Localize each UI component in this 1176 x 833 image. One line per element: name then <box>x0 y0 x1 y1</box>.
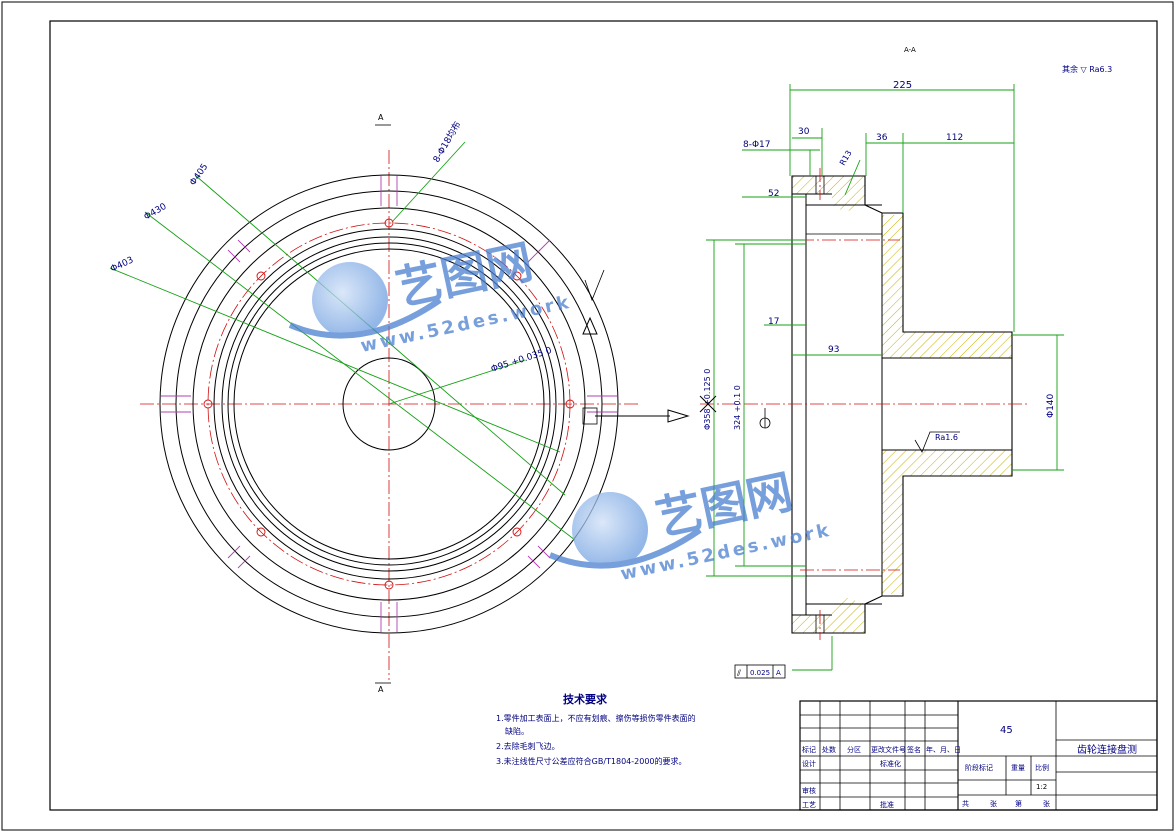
inner-circle-2 <box>221 236 557 572</box>
section-dims <box>706 84 1064 671</box>
tb-header-3: 更改文件号 <box>871 745 906 754</box>
section-marker <box>582 407 598 425</box>
tb-approve: 批准 <box>880 800 894 809</box>
tb-stage-mark: 阶段标记 <box>965 763 993 772</box>
tech-line-1: 1.零件加工表面上，不应有划痕、擦伤等损伤零件表面的 <box>496 713 696 723</box>
dim-d430: Φ430 <box>143 202 169 223</box>
dim-d403: Φ403 <box>109 255 135 274</box>
inner-circle-4 <box>233 248 545 560</box>
surface-finish-note: 其余 ▽ Ra6.3 <box>1062 64 1112 74</box>
dim-d405: Φ405 <box>188 162 210 188</box>
tolerance-symbol: ⫽ <box>736 669 741 679</box>
inner-border <box>49 20 1158 811</box>
section-view: A-A 其余 ▽ Ra6.3 <box>699 46 1112 679</box>
rim-circle-1 <box>175 190 603 618</box>
watermark-2: 艺图网 www.52des.work <box>548 464 833 585</box>
tb-design: 设计 <box>802 759 816 768</box>
rim-slots <box>161 176 617 632</box>
tb-header-5: 年、月、日 <box>926 745 961 754</box>
dim-ra16: Ra1.6 <box>935 433 958 442</box>
section-label: A-A <box>904 46 916 54</box>
tolerance-datum: A <box>776 669 781 677</box>
tb-sheets-total: 共 <box>962 799 969 808</box>
title-block-text: 标记 处数 分区 更改文件号 签名 年、月、日 设计 标准化 审核 工艺 批准 … <box>802 725 1137 809</box>
tolerance-value: 0.025 <box>750 669 770 677</box>
dim-w93: 93 <box>828 345 839 355</box>
tech-title: 技术要求 <box>563 692 608 706</box>
outer-circle <box>159 174 619 634</box>
tb-sheet-unit: 张 <box>1043 799 1050 808</box>
dim-total-length: 225 <box>893 80 912 91</box>
inner-circle-3 <box>227 242 551 566</box>
rim-circle-2 <box>192 207 586 601</box>
bore-circle <box>342 357 436 451</box>
tb-header-0: 标记 <box>802 745 816 754</box>
dim-w112: 112 <box>946 133 963 143</box>
hatch-areas <box>792 176 1012 633</box>
dim-w30: 30 <box>798 127 810 137</box>
dim-r13: R13 <box>838 149 854 167</box>
watermark-globe-icon-2 <box>572 492 648 568</box>
tb-part-name: 齿轮连接盘测 <box>1077 743 1137 756</box>
bolt-circle <box>207 222 571 586</box>
inner-circle-1 <box>213 228 565 580</box>
tolerance-frame: ⫽ 0.025 A <box>734 664 786 679</box>
tb-standardization: 标准化 <box>880 759 901 768</box>
tb-review: 审核 <box>802 786 816 795</box>
tech-line-4: 3.未注线性尺寸公差应符合GB/T1804-2000的要求。 <box>496 756 687 766</box>
cut-label-bottom: A <box>378 685 384 694</box>
front-leaders <box>109 141 576 541</box>
dim-w17: 17 <box>768 317 779 327</box>
tb-sheet-no: 第 <box>1015 799 1022 808</box>
cut-label-top: A <box>378 113 384 122</box>
tb-material: 45 <box>1000 725 1013 736</box>
tb-scale: 1:2 <box>1036 783 1047 791</box>
watermark-1: 艺图网 www.52des.work <box>288 234 573 357</box>
section-centerlines <box>700 168 1030 640</box>
finish-mark <box>584 269 605 302</box>
dim-d140: Φ140 <box>1046 393 1056 418</box>
tb-weight: 重量 <box>1011 764 1025 772</box>
bolt-holes <box>203 218 575 590</box>
watermark-globe-icon <box>312 262 388 338</box>
dim-holes-section: 8-Φ17 <box>743 140 771 150</box>
dim-d358: Φ358 +0.125 0 <box>703 369 712 430</box>
tb-header-4: 签名 <box>907 745 921 754</box>
section-arrow-head <box>667 409 690 423</box>
title-block <box>799 700 1158 811</box>
section-outline <box>791 175 1013 634</box>
dim-w36: 36 <box>876 133 888 143</box>
front-view: A A Φ405 Φ430 Φ403 8-Φ18均布 Φ95 +0.035 0 <box>109 113 690 694</box>
dim-c52: 52 <box>768 189 779 199</box>
tb-header-2: 分区 <box>847 745 861 754</box>
tb-process: 工艺 <box>802 801 816 809</box>
tech-requirements: 技术要求 1.零件加工表面上，不应有划痕、擦伤等损伤零件表面的 缺陷。 2.去除… <box>496 692 696 766</box>
datum-triangle <box>582 316 598 335</box>
dim-d324: 324 +0.1 0 <box>733 385 742 430</box>
dim-holes: 8-Φ18均布 <box>430 119 463 164</box>
tech-line-2: 缺陷。 <box>505 726 529 736</box>
tb-sheet: 张 <box>990 799 997 808</box>
tb-header-1: 处数 <box>822 745 836 754</box>
tech-line-3: 2.去除毛刺飞边。 <box>496 741 560 751</box>
tb-ratio: 比例 <box>1035 763 1049 772</box>
